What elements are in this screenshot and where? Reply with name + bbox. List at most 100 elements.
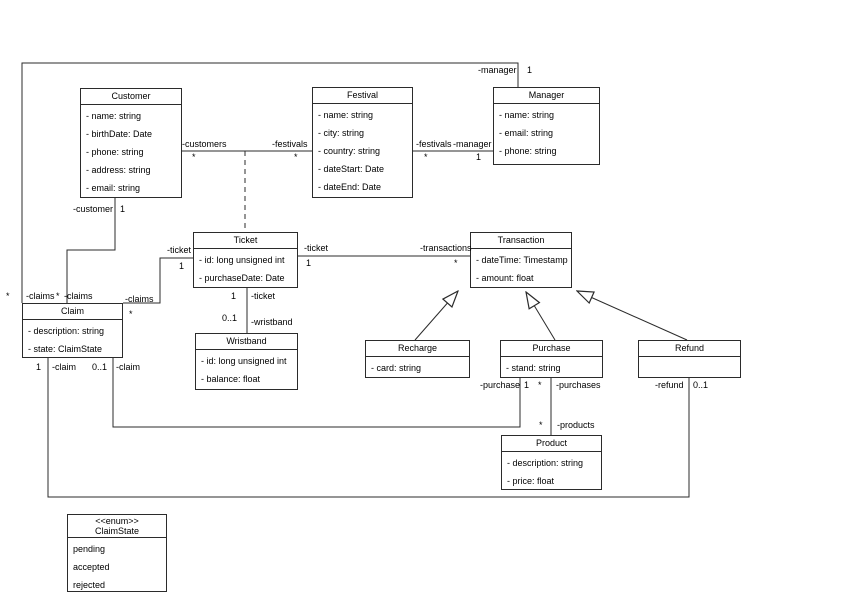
role-label-manager: -manager <box>478 65 517 75</box>
class-wristband-title: Wristband <box>196 334 297 350</box>
multiplicity-label: 1 <box>476 152 482 162</box>
multiplicity-label: 0..1 <box>693 380 709 390</box>
class-customer-title: Customer <box>81 89 181 105</box>
class-purchase-title: Purchase <box>501 341 602 357</box>
role-label-claim: -claim <box>52 362 76 372</box>
class-wristband: Wristband - id: long unsigned int - bala… <box>195 333 298 390</box>
attribute: - country: string <box>318 146 381 156</box>
class-product-attributes: - description: string - price: float <box>502 452 601 489</box>
role-label-purchases: -purchases <box>556 380 601 390</box>
multiplicity-label: * <box>424 152 428 162</box>
class-claim: Claim - description: string - state: Cla… <box>22 303 123 358</box>
role-label-claims: -claims <box>64 291 93 301</box>
attribute: - purchaseDate: Date <box>199 273 285 283</box>
multiplicity-label: * <box>129 309 133 319</box>
attribute: - amount: float <box>476 273 534 283</box>
attribute: - price: float <box>507 476 555 486</box>
multiplicity-label: 1 <box>36 362 42 372</box>
class-purchase-attributes: - stand: string <box>501 357 602 377</box>
attribute: - dateEnd: Date <box>318 182 382 192</box>
multiplicity-label: 1 <box>306 258 312 268</box>
multiplicity-label: * <box>56 291 60 301</box>
multiplicity-label: * <box>539 420 543 430</box>
class-product-title: Product <box>502 436 601 452</box>
class-festival: Festival - name: string - city: string -… <box>312 87 413 198</box>
attribute: - balance: float <box>201 374 261 384</box>
attribute: - id: long unsigned int <box>199 255 285 265</box>
attribute: - dateStart: Date <box>318 164 385 174</box>
edge-ticket-claim <box>123 257 195 304</box>
role-label-ticket: -ticket <box>304 243 329 253</box>
role-label-ticket: -ticket <box>167 245 192 255</box>
role-label-claim: -claim <box>116 362 140 372</box>
multiplicity-label: 1 <box>231 291 237 301</box>
class-claim-title: Claim <box>23 304 122 320</box>
class-customer-attributes: - name: string - birthDate: Date - phone… <box>81 105 181 197</box>
enum-claimstate-title: ClaimState <box>94 526 139 536</box>
role-label-customers: -customers <box>182 139 227 149</box>
class-transaction-title: Transaction <box>471 233 571 249</box>
class-claim-attributes: - description: string - state: ClaimStat… <box>23 320 122 357</box>
generalization-purchase-transaction <box>526 292 556 341</box>
edge-manager-claim <box>21 62 519 303</box>
enum-claimstate-values: pending accepted rejected <box>68 538 166 591</box>
class-festival-attributes: - name: string - city: string - country:… <box>313 104 412 196</box>
class-recharge-title: Recharge <box>366 341 469 357</box>
enum-value: rejected <box>73 580 106 590</box>
generalization-refund-transaction <box>577 291 688 341</box>
generalization-recharge-transaction <box>414 291 458 341</box>
multiplicity-label: * <box>538 380 542 390</box>
class-purchase: Purchase - stand: string <box>500 340 603 378</box>
attribute: - card: string <box>371 363 422 373</box>
multiplicity-label: * <box>6 291 10 301</box>
role-label-refund: -refund <box>655 380 684 390</box>
edge-customer-claim <box>66 198 116 303</box>
class-recharge-attributes: - card: string <box>366 357 469 377</box>
edge-claim-refund <box>47 358 690 498</box>
class-product: Product - description: string - price: f… <box>501 435 602 490</box>
role-label-festivals: -festivals <box>272 139 308 149</box>
attribute: - description: string <box>507 458 584 468</box>
enum-value: accepted <box>73 562 110 572</box>
attribute: - stand: string <box>506 363 561 373</box>
multiplicity-label: 1 <box>524 380 530 390</box>
multiplicity-label: * <box>192 152 196 162</box>
attribute: - phone: string <box>499 146 557 156</box>
attribute: - email: string <box>499 128 554 138</box>
enum-stereotype: <<enum>> <box>95 516 139 526</box>
class-refund-attributes <box>639 357 740 359</box>
multiplicity-label: 0..1 <box>222 313 238 323</box>
attribute: - id: long unsigned int <box>201 356 287 366</box>
class-transaction-attributes: - dateTime: Timestamp - amount: float <box>471 249 571 287</box>
class-ticket-attributes: - id: long unsigned int - purchaseDate: … <box>194 249 297 287</box>
role-label-claims: -claims <box>125 294 154 304</box>
class-manager-attributes: - name: string - email: string - phone: … <box>494 104 599 160</box>
enum-claimstate-header: <<enum>> ClaimState <box>68 515 166 538</box>
multiplicity-label: 1 <box>179 261 185 271</box>
role-label-products: -products <box>557 420 595 430</box>
attribute: - phone: string <box>86 147 144 157</box>
attribute: - address: string <box>86 165 151 175</box>
role-label-wristband: -wristband <box>251 317 293 327</box>
role-label-festivals: -festivals <box>416 139 452 149</box>
class-customer: Customer - name: string - birthDate: Dat… <box>80 88 182 198</box>
attribute: - email: string <box>86 183 141 193</box>
class-manager: Manager - name: string - email: string -… <box>493 87 600 165</box>
multiplicity-label: 0..1 <box>92 362 108 372</box>
class-ticket: Ticket - id: long unsigned int - purchas… <box>193 232 298 288</box>
multiplicity-label: 1 <box>527 65 533 75</box>
class-refund: Refund <box>638 340 741 378</box>
role-label-manager: -manager <box>453 139 492 149</box>
attribute: - name: string <box>86 111 142 121</box>
attribute: - city: string <box>318 128 365 138</box>
role-label-ticket: -ticket <box>251 291 276 301</box>
role-label-claims: -claims <box>26 291 55 301</box>
role-label-customer: -customer <box>73 204 114 214</box>
class-wristband-attributes: - id: long unsigned int - balance: float <box>196 350 297 388</box>
multiplicity-label: * <box>294 152 298 162</box>
edge-claim-purchase <box>112 358 521 428</box>
enum-claimstate: <<enum>> ClaimState pending accepted rej… <box>67 514 167 592</box>
multiplicity-label: * <box>454 258 458 268</box>
role-label-purchase: -purchase <box>480 380 521 390</box>
